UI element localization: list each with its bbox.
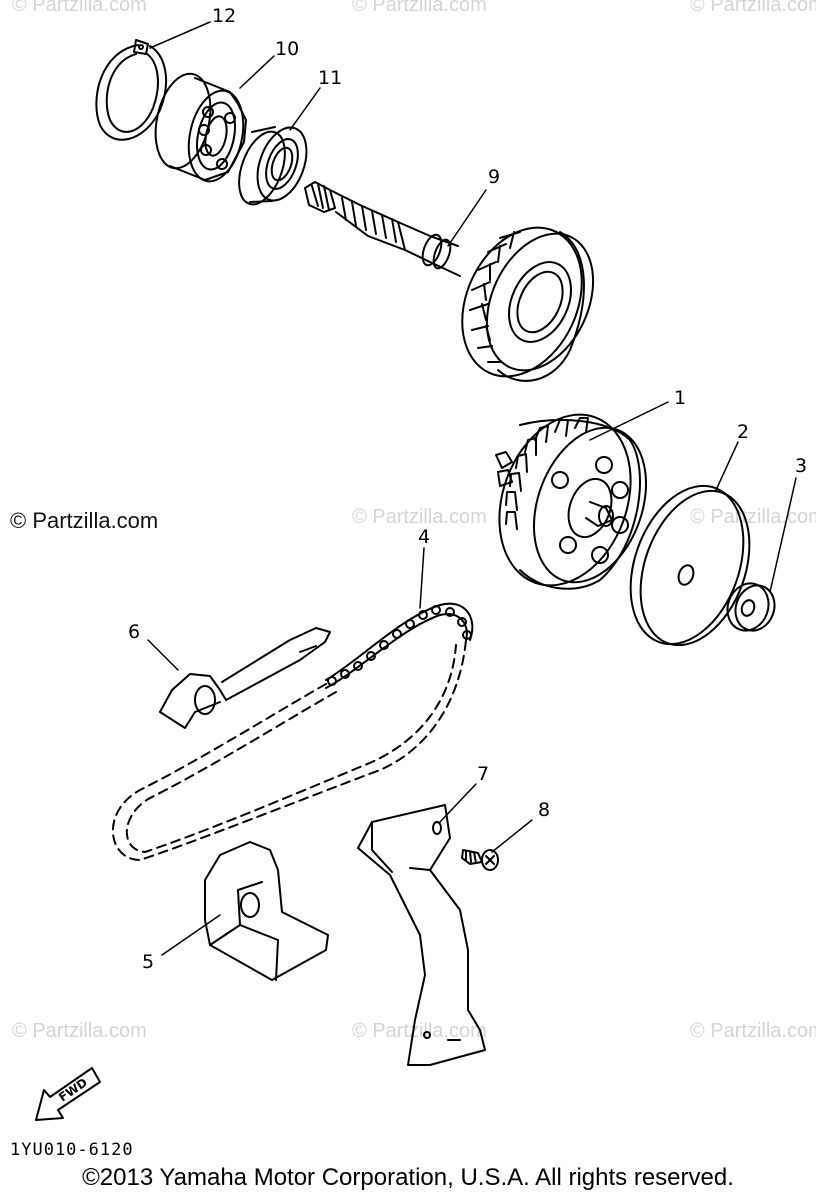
washer-part-3: [726, 582, 776, 632]
plate-washer-part-2: [629, 484, 751, 647]
watermark: © Partzilla.com: [690, 1020, 816, 1042]
secondary-shaft-part-9: [304, 181, 595, 382]
drive-chain-part-4: [112, 602, 474, 861]
callout-9: 9: [488, 166, 500, 188]
callout-11: 11: [318, 67, 342, 89]
callout-labels: 12 10 11 9 1 2 3 4 6 7 8 5 FWD: [56, 5, 807, 1105]
watermark: © Partzilla.com: [352, 0, 487, 16]
screw-part-8: [461, 849, 499, 871]
watermark: © Partzilla.com: [352, 1020, 487, 1042]
tensioner-block-part-5: [204, 841, 329, 981]
watermark: © Partzilla.com: [690, 0, 816, 16]
callout-1: 1: [674, 387, 686, 409]
callout-5: 5: [142, 951, 154, 973]
callout-3: 3: [795, 455, 807, 477]
watermark: © Partzilla.com: [352, 506, 487, 528]
callout-4: 4: [418, 526, 430, 548]
callout-7: 7: [477, 763, 489, 785]
callout-12: 12: [212, 5, 236, 27]
oil-seal-part-11: [238, 126, 308, 206]
chain-guide-part-6: [159, 627, 331, 729]
copyright-notice: ©2013 Yamaha Motor Corporation, U.S.A. A…: [82, 1164, 734, 1191]
watermark: © Partzilla.com: [690, 506, 816, 528]
watermark: © Partzilla.com: [12, 1020, 147, 1042]
circlip-part-12: [95, 39, 168, 141]
callout-8: 8: [538, 799, 550, 821]
bearing-part-10: [154, 72, 247, 183]
drawing-code: 1YU010-6120: [10, 1140, 134, 1160]
watermark-main: © Partzilla.com: [10, 508, 159, 533]
bracket-cover-part-7: [357, 804, 486, 1066]
leader-lines: [147, 21, 797, 956]
sprocket-gear-part-1: [495, 413, 648, 590]
callout-10: 10: [275, 38, 299, 60]
fwd-arrow-icon: [35, 1067, 101, 1121]
callout-2: 2: [737, 421, 749, 443]
callout-6: 6: [128, 621, 140, 643]
watermark: © Partzilla.com: [12, 0, 147, 16]
